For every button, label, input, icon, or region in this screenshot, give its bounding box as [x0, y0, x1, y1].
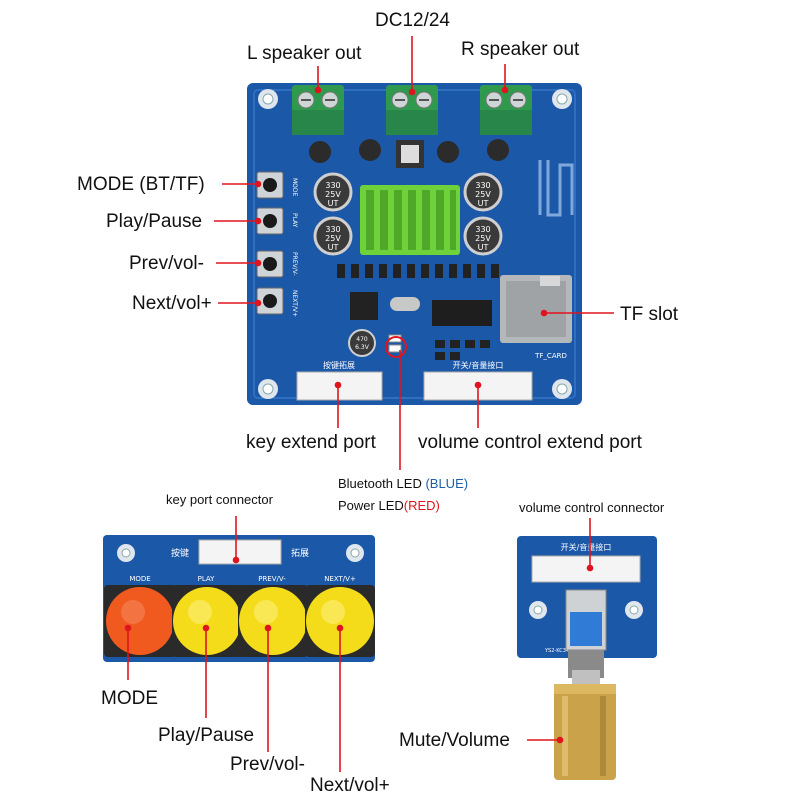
tactile-buttons [256, 171, 284, 315]
bt-ic-chip [432, 300, 492, 326]
svg-text:UT: UT [478, 243, 489, 252]
terminal-l-speaker [292, 85, 344, 135]
label-next-vol-2: Next/vol+ [310, 775, 390, 796]
crystal [390, 297, 420, 311]
callout-lines-main [214, 36, 614, 470]
label-next-vol: Next/vol+ [132, 293, 212, 314]
label-dc-power: DC12/24 [375, 10, 450, 31]
ic-chip [350, 292, 378, 320]
heatsink [360, 185, 460, 255]
label-mode: MODE [101, 688, 158, 709]
svg-text:330: 330 [325, 181, 340, 190]
svg-text:25V: 25V [325, 234, 341, 243]
silk-mode: MODE [291, 178, 298, 197]
svg-text:330: 330 [475, 225, 490, 234]
label-r-speaker-out: R speaker out [461, 39, 580, 60]
led-highlight-circle [385, 336, 407, 358]
label-mode-bt-tf: MODE (BT/TF) [77, 174, 205, 195]
label-play-pause: Play/Pause [106, 211, 203, 232]
svg-text:TF_CARD: TF_CARD [534, 352, 567, 360]
terminal-dc-power [386, 85, 438, 135]
label-volume-extend-port: volume control extend port [418, 432, 642, 453]
tf-card-slot [500, 275, 572, 343]
capacitors [313, 172, 503, 357]
label-tf-slot: TF slot [620, 304, 679, 325]
label-bluetooth-led: Bluetooth LED (BLUE) [338, 476, 469, 491]
silk-prev: PREV/V- [291, 252, 298, 276]
svg-text:25V: 25V [475, 234, 491, 243]
svg-text:25V: 25V [325, 190, 341, 199]
svg-text:330: 330 [325, 225, 340, 234]
svg-text:UT: UT [328, 243, 339, 252]
svg-text:470: 470 [356, 336, 368, 343]
bluetooth-antenna-icon [538, 160, 574, 217]
label-power-led: Power LED(RED) [338, 498, 440, 513]
label-prev-vol-2: Prev/vol- [230, 754, 305, 775]
svg-text:UT: UT [478, 199, 489, 208]
resistor-row [337, 264, 499, 278]
svg-text:UT: UT [328, 199, 339, 208]
label-play-pause-2: Play/Pause [158, 725, 255, 746]
svg-text:330: 330 [475, 181, 490, 190]
svg-text:25V: 25V [475, 190, 491, 199]
silk-next: NEXT/V+ [291, 290, 298, 317]
svg-text:开关/音量接口: 开关/音量接口 [453, 360, 504, 370]
label-prev-vol: Prev/vol- [129, 253, 204, 274]
label-mute-volume: Mute/Volume [399, 730, 510, 751]
terminal-r-speaker [480, 85, 532, 135]
label-key-port-connector: key port connector [166, 492, 273, 507]
power-led [388, 344, 402, 353]
inductors [309, 139, 509, 163]
label-volume-control-connector: volume control connector [519, 500, 665, 515]
mounting-hole-icon [258, 89, 572, 399]
svg-text:6.3V: 6.3V [355, 344, 370, 351]
svg-text:按键拓展: 按键拓展 [323, 360, 355, 370]
silk-play: PLAY [291, 213, 298, 228]
label-key-extend-port: key extend port [246, 432, 376, 453]
label-l-speaker-out: L speaker out [247, 43, 362, 64]
